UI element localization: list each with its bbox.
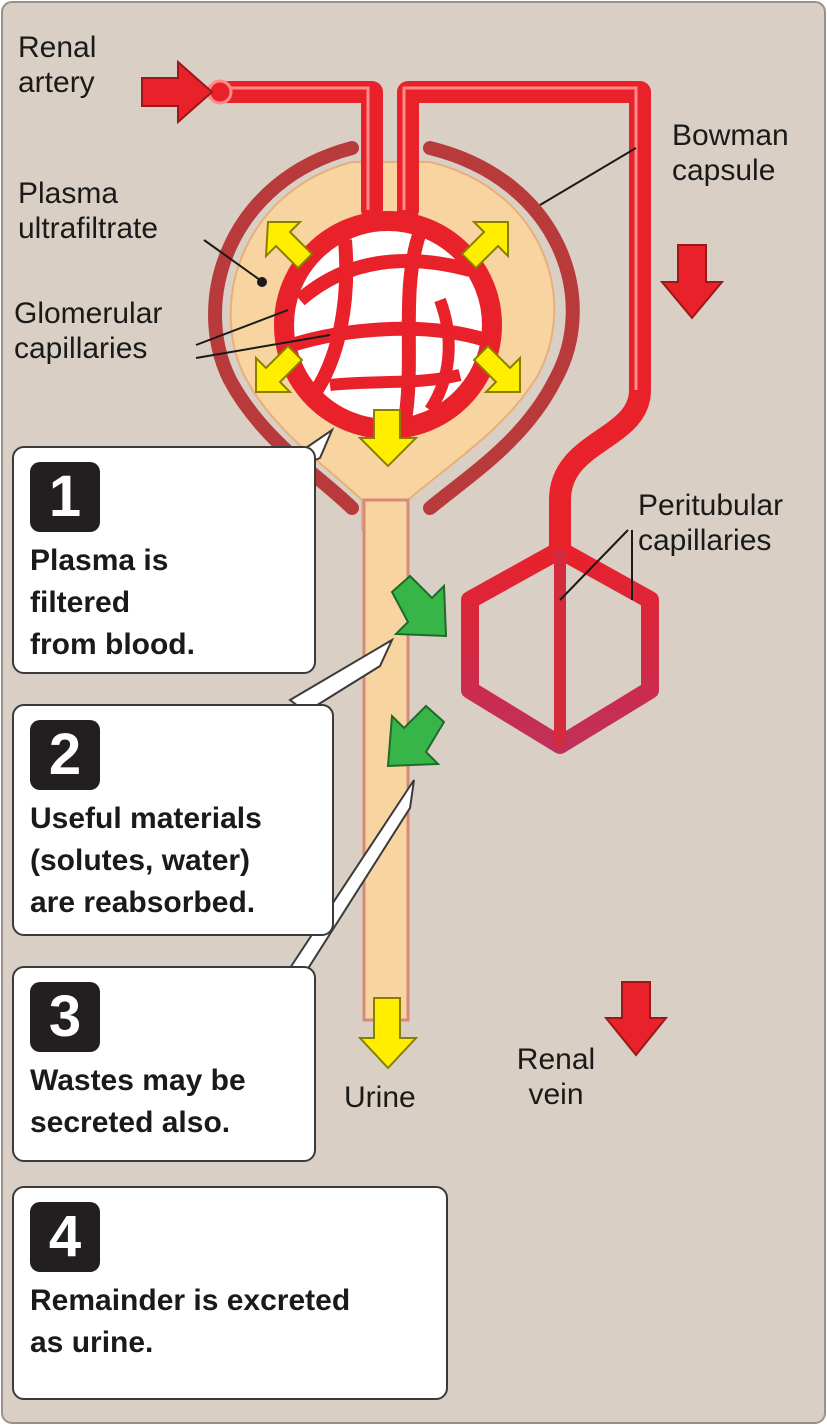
step-4-number: 4 [30,1202,100,1272]
step-3-text: Wastes may be secreted also. [30,1060,246,1144]
step-2-text: Useful materials (solutes, water) are re… [30,798,262,924]
urine-label: Urine [344,1080,416,1115]
glomerular-capillaries-label: Glomerular capillaries [14,296,162,366]
step-1-number: 1 [30,462,100,532]
step-3-box: 3 Wastes may be secreted also. [12,966,316,1162]
ultrafiltrate-pointer-dot [257,277,267,287]
step-3-number: 3 [30,982,100,1052]
step-2-number: 2 [30,720,100,790]
glomerulus [284,221,492,429]
plasma-ultrafiltrate-label: Plasma ultrafiltrate [18,176,158,246]
step-1-box: 1 Plasma is filtered from blood. [12,446,316,674]
bowman-capsule-label: Bowman capsule [672,118,789,188]
step-4-text: Remainder is excreted as urine. [30,1280,350,1364]
renal-artery-label: Renal artery [18,30,96,100]
peritubular-capillaries-label: Peritubular capillaries [638,488,783,558]
step-4-box: 4 Remainder is excreted as urine. [12,1186,448,1400]
step-1-text: Plasma is filtered from blood. [30,540,195,666]
step-2-box: 2 Useful materials (solutes, water) are … [12,704,334,936]
renal-vein-label: Renal vein [496,1042,616,1112]
